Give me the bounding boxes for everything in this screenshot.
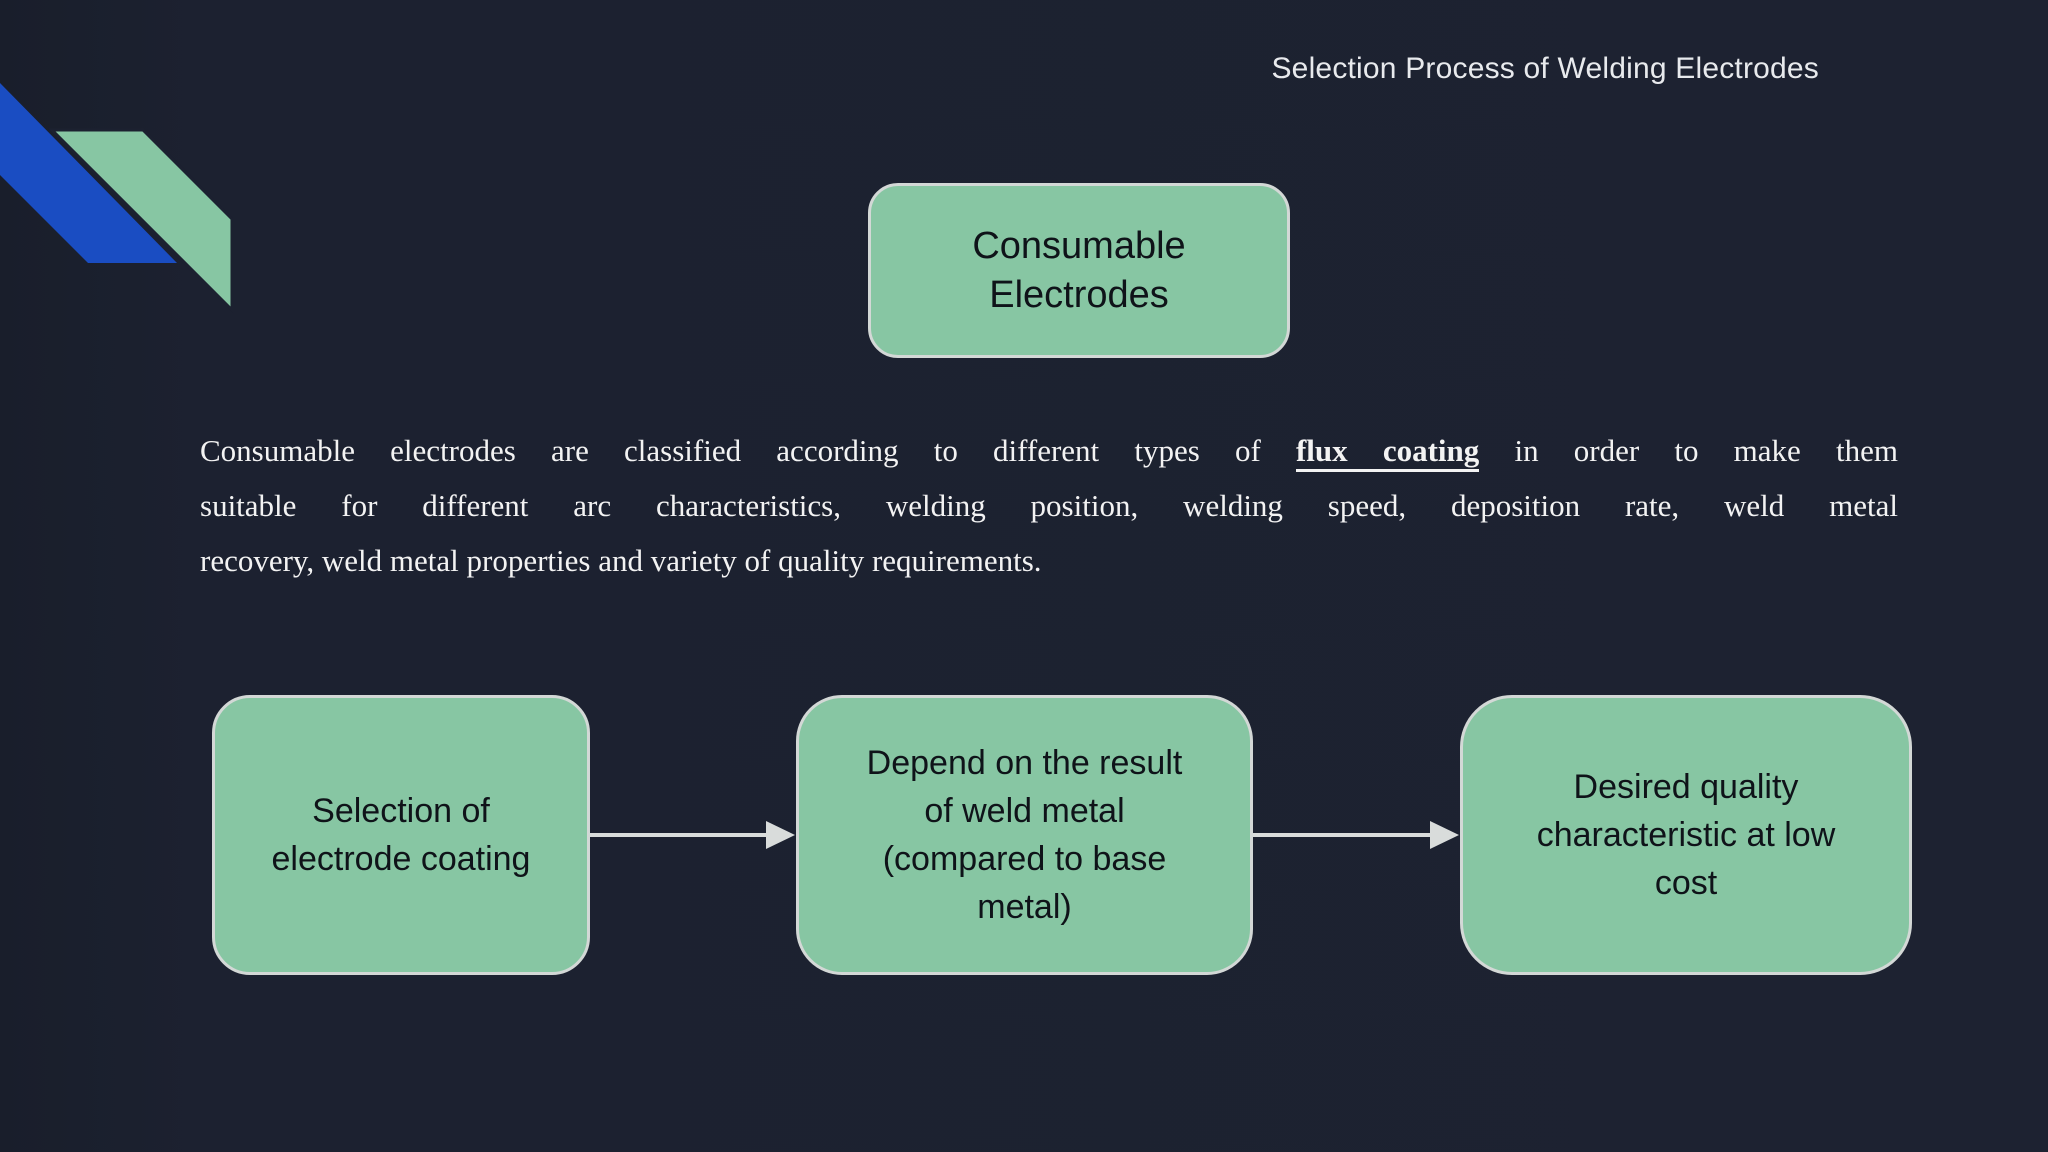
paragraph-line-1: Consumable electrodes are classified acc… xyxy=(200,423,1898,478)
corner-accent-blue-shape xyxy=(0,83,177,263)
paragraph-line-2: suitable for different arc characteristi… xyxy=(200,488,1898,523)
corner-accent-green-shape xyxy=(48,128,234,314)
flow-box-desired-quality-low-cost: Desired quality characteristic at low co… xyxy=(1460,695,1912,975)
paragraph-text: Consumable electrodes are classified acc… xyxy=(200,433,1296,468)
flux-coating-highlight: flux coating xyxy=(1295,433,1480,472)
consumable-electrodes-box: Consumable Electrodes xyxy=(868,183,1290,358)
arrow-right-icon xyxy=(590,821,795,849)
flow-box-depend-on-weld-metal-result: Depend on the result of weld metal (comp… xyxy=(796,695,1253,975)
flow-box-label: Selection of electrode coating xyxy=(271,792,531,878)
arrow-right-icon xyxy=(1253,821,1459,849)
body-paragraph: Consumable electrodes are classified acc… xyxy=(200,423,1898,588)
flow-box-label: Depend on the result of weld metal (comp… xyxy=(866,744,1183,926)
corner-accent xyxy=(0,83,234,314)
paragraph-text: in order to make them xyxy=(1479,433,1898,468)
consumable-electrodes-label: Consumable Electrodes xyxy=(972,224,1186,316)
flow-box-selection-of-electrode-coating: Selection of electrode coating xyxy=(212,695,590,975)
flow-box-label: Desired quality characteristic at low co… xyxy=(1536,768,1836,902)
slide-title: Selection Process of Welding Electrodes xyxy=(1271,52,1819,85)
paragraph-line-3: recovery, weld metal properties and vari… xyxy=(200,543,1042,578)
